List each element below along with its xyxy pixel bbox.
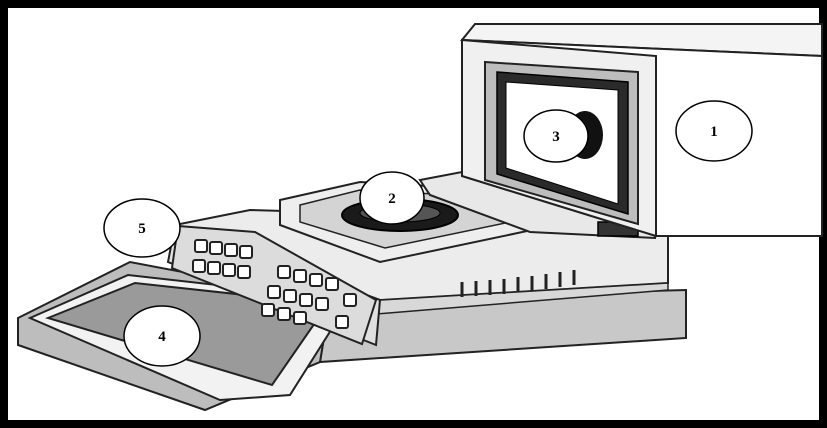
callout-2: 2: [359, 171, 425, 225]
callout-4: 4: [123, 305, 201, 367]
vent-slots: [460, 270, 576, 297]
keypad: [170, 224, 378, 346]
callout-3: 3: [523, 109, 589, 163]
callout-2-label: 2: [388, 191, 396, 207]
callout-1-label: 1: [710, 124, 718, 140]
callout-5-label: 5: [138, 221, 146, 237]
callout-1: 1: [675, 100, 753, 162]
callout-3-label: 3: [552, 129, 560, 145]
callout-4-label: 4: [158, 329, 166, 345]
callout-5: 5: [103, 198, 181, 258]
